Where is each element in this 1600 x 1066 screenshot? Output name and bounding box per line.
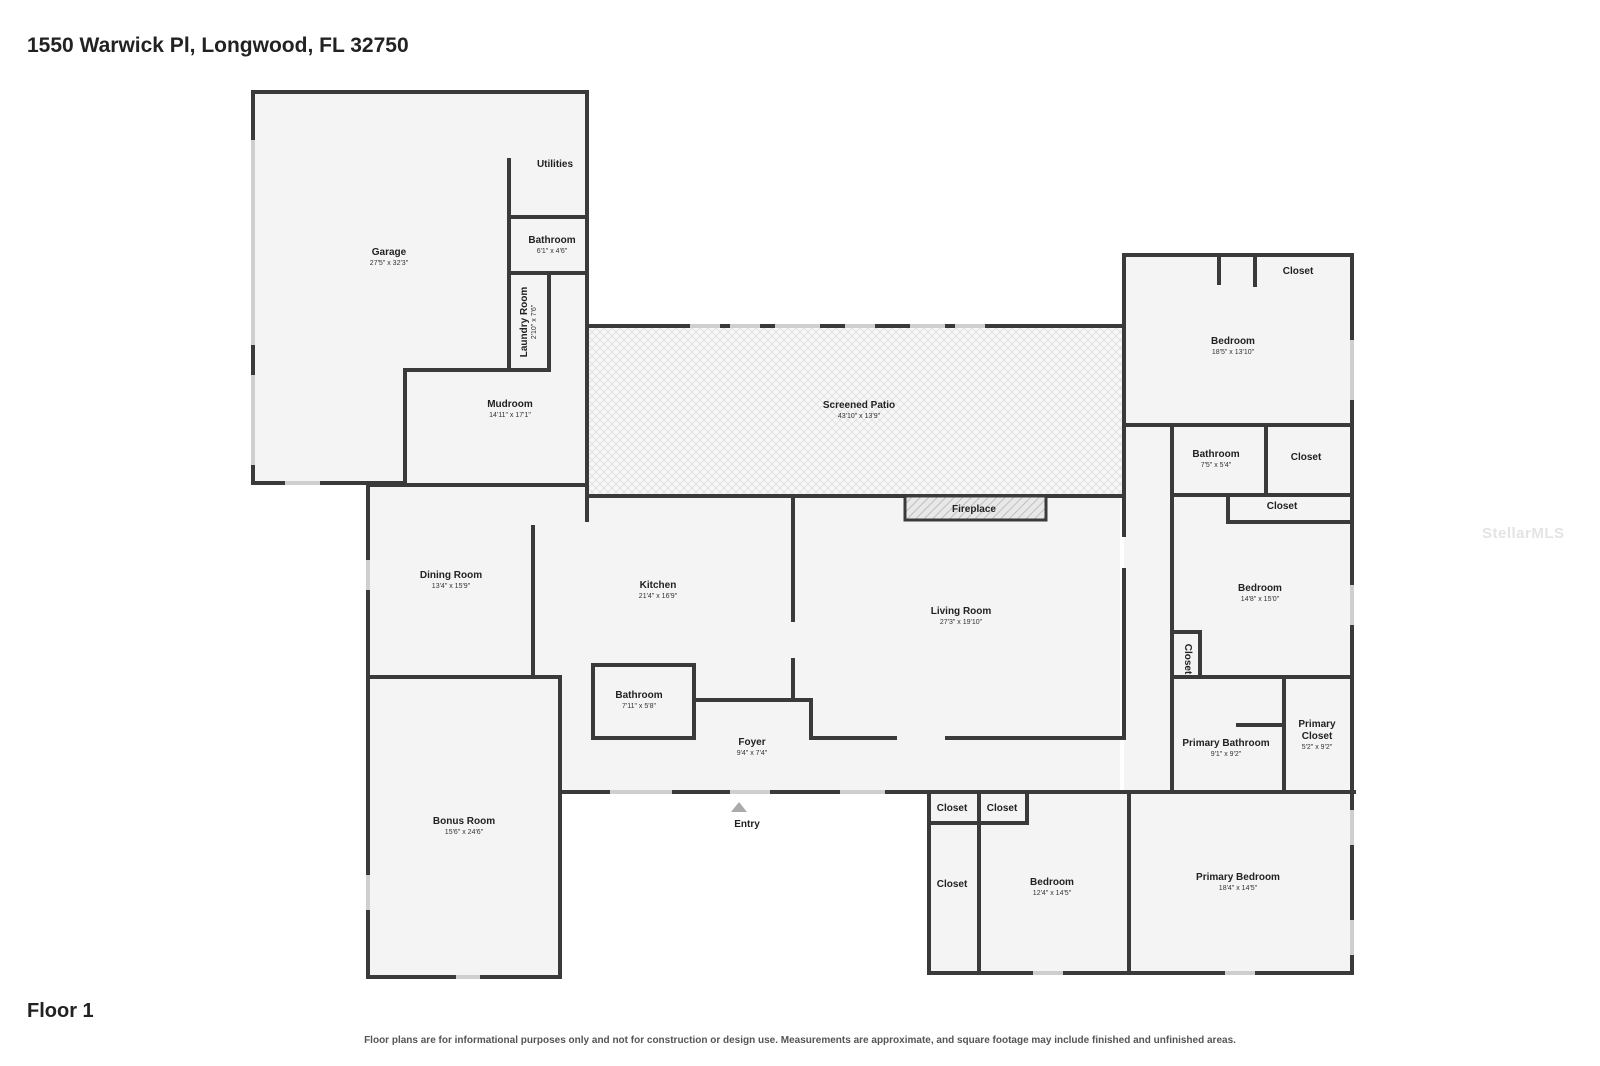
label-closet-b: Closet	[1267, 501, 1298, 512]
dims-primary-bed: 18'4" x 14'5"	[1219, 885, 1258, 892]
label-entry: Entry	[734, 819, 760, 830]
label-primary-closet-line2: Closet	[1302, 731, 1333, 742]
watermark-logo: StellarMLS	[1482, 525, 1565, 542]
label-mudroom: Mudroom	[487, 399, 533, 410]
dims-patio: 43'10" x 13'9"	[838, 413, 881, 420]
label-closet-vert: Closet	[1182, 644, 1193, 675]
label-utilities: Utilities	[537, 159, 574, 170]
label-bath-hall: Bathroom	[1192, 449, 1239, 460]
dims-bonus: 15'6" x 24'6"	[445, 829, 484, 836]
label-bed2: Bedroom	[1238, 583, 1282, 594]
dims-dining: 13'4" x 15'9"	[432, 583, 471, 590]
label-primary-closet-line1: Primary	[1298, 719, 1336, 730]
label-laundry: Laundry Room	[519, 287, 530, 358]
dims-bed3: 12'4" x 14'5"	[1033, 890, 1072, 897]
label-living: Living Room	[931, 606, 992, 617]
label-bed1: Bedroom	[1211, 336, 1255, 347]
dims-bath-garage: 6'1" x 4'6"	[537, 248, 568, 255]
fireplace-hatch	[903, 494, 1048, 522]
label-primary-bed: Primary Bedroom	[1196, 872, 1280, 883]
floor-fills	[252, 92, 1354, 977]
label-closet-e: Closet	[937, 879, 968, 890]
property-address: 1550 Warwick Pl, Longwood, FL 32750	[27, 34, 409, 57]
label-closet-a: Closet	[1291, 452, 1322, 463]
label-dining: Dining Room	[420, 570, 482, 581]
dims-garage: 27'5" x 32'3"	[370, 260, 409, 267]
label-fireplace: Fireplace	[952, 504, 996, 515]
dims-foyer: 9'4" x 7'4"	[737, 750, 768, 757]
dims-bath-foyer: 7'11" x 5'8"	[622, 703, 656, 710]
dims-primary-closet: 5'2" x 9'2"	[1302, 744, 1333, 751]
dims-primary-bath: 9'1" x 9'2"	[1211, 751, 1242, 758]
dims-bed1: 18'5" x 13'10"	[1212, 349, 1255, 356]
label-garage: Garage	[372, 247, 407, 258]
label-bath-garage: Bathroom	[528, 235, 575, 246]
patio-floor	[589, 327, 1122, 495]
disclaimer-text: Floor plans are for informational purpos…	[364, 1035, 1236, 1046]
dims-mudroom: 14'11" x 17'1"	[489, 412, 531, 419]
label-bed1-closet: Closet	[1283, 266, 1314, 277]
label-bonus: Bonus Room	[433, 816, 495, 827]
label-primary-bath: Primary Bathroom	[1182, 738, 1269, 749]
room-labels: Utilities Bathroom 6'1" x 4'6" Garage 27…	[370, 159, 1336, 897]
label-patio: Screened Patio	[823, 400, 895, 411]
label-closet-c: Closet	[937, 803, 968, 814]
floor-label: Floor 1	[27, 1000, 94, 1022]
entry-arrow-icon	[731, 802, 747, 812]
dims-living: 27'3" x 19'10"	[940, 619, 983, 626]
windows	[251, 140, 1354, 979]
dims-laundry: 2'10" x 7'6"	[531, 304, 538, 339]
label-closet-d: Closet	[987, 803, 1018, 814]
dims-bath-hall: 7'5" x 5'4"	[1201, 462, 1232, 469]
dims-kitchen: 21'4" x 16'9"	[639, 593, 678, 600]
dims-bed2: 14'8" x 15'0"	[1241, 596, 1280, 603]
label-bed3: Bedroom	[1030, 877, 1074, 888]
label-bath-foyer: Bathroom	[615, 690, 662, 701]
label-kitchen: Kitchen	[640, 580, 677, 591]
label-foyer: Foyer	[738, 737, 765, 748]
